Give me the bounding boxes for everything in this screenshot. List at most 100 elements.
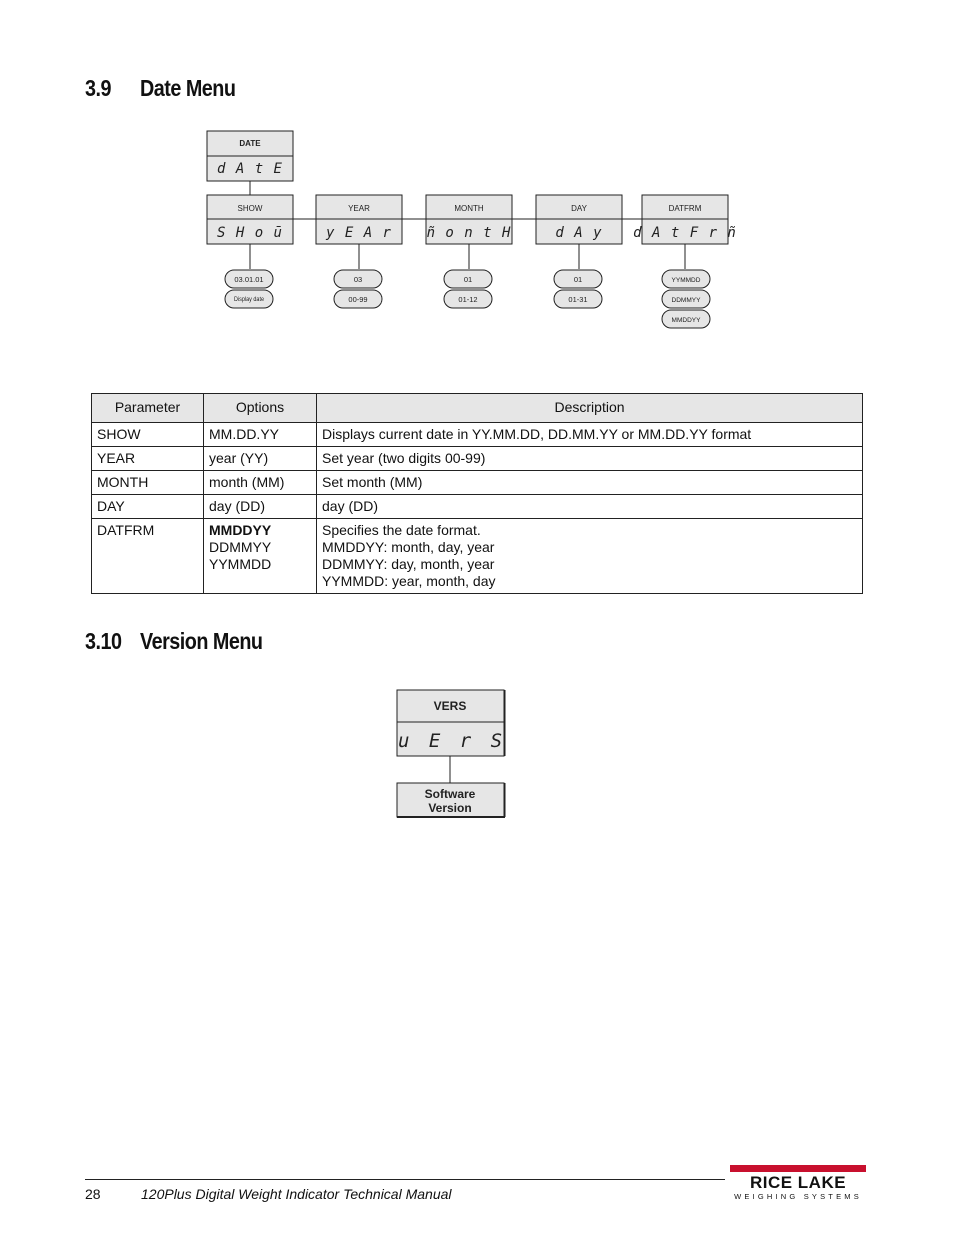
header-parameter: Parameter: [91, 393, 204, 423]
logo-bar: [730, 1165, 866, 1172]
menu-node-vers: VERS u E r S: [396, 689, 506, 757]
description-text: MMDDYY: month, day, year: [322, 539, 495, 555]
menu-node-label: VERS: [434, 699, 467, 713]
section-heading-version: 3.10 Version Menu: [85, 628, 263, 655]
option-pill: [553, 269, 603, 289]
option-pill: [333, 289, 383, 309]
option-value: 01: [574, 275, 582, 284]
menu-node-display-box: [425, 218, 513, 245]
description-text: DDMMYY: day, month, year: [322, 556, 495, 572]
option-pill: [443, 289, 493, 309]
param-cell: SHOW: [91, 422, 204, 447]
rice-lake-logo: RICE LAKE WEIGHING SYSTEMS: [730, 1165, 866, 1201]
menu-node-display-box: [206, 155, 294, 182]
option-pill: [661, 269, 711, 289]
page-number: 28: [85, 1186, 101, 1202]
description-text: day (DD): [322, 498, 379, 514]
description-text: Set month (MM): [322, 474, 423, 490]
option-range: Display date: [234, 296, 264, 303]
description-text: YYMMDD: year, month, day: [322, 573, 496, 589]
menu-node-label-box: [206, 194, 294, 220]
menu-node-date: DATE d A t E: [206, 130, 294, 182]
logo-main-text: RICE LAKE: [749, 1173, 847, 1192]
menu-node-display: u E r S: [398, 730, 506, 752]
section-title: Date Menu: [140, 75, 236, 101]
option-value: DDMMYY: [672, 297, 702, 304]
menu-node-month: MONTH ñ o n t H 01 01-12: [425, 194, 513, 309]
param-cell: DAY: [91, 494, 204, 519]
option-value: YYMMDD: [672, 277, 701, 284]
menu-node-display: y E A r: [325, 225, 392, 241]
section-number: 3.10: [85, 628, 122, 654]
menu-node-display: d A y: [555, 225, 602, 241]
section-title: Version Menu: [140, 628, 263, 654]
menu-node-display: d A t F r ñ: [633, 225, 737, 241]
option-text: MM.DD.YY: [209, 426, 279, 442]
menu-node-display-box: [641, 218, 729, 245]
description-cell: Set year (two digits 00-99): [316, 446, 863, 471]
description-text: Displays current date in YY.MM.DD, DD.MM…: [322, 426, 752, 442]
menu-node-display: S H o ū: [217, 225, 283, 241]
menu-node-display-box: [396, 721, 505, 757]
software-version-line1: Software: [425, 787, 476, 801]
menu-node-label-box: [535, 194, 623, 220]
option-text: day (DD): [209, 498, 266, 514]
option-value: 01: [464, 275, 472, 284]
menu-node-display-box: [535, 218, 623, 245]
logo-sub-text: WEIGHING SYSTEMS: [734, 1192, 862, 1201]
option-text: YYMMDD: [209, 556, 272, 572]
menu-node-label: DATFRM: [669, 204, 702, 213]
menu-node-label-box: [641, 194, 729, 220]
menu-node-display: d A t E: [217, 161, 283, 177]
option-text: month (MM): [209, 474, 285, 490]
section-number: 3.9: [85, 75, 111, 101]
menu-node-label: DATE: [239, 139, 261, 148]
menu-node-label-box: [425, 194, 513, 220]
version-menu-diagram: VERS u E r S Software Version: [396, 689, 506, 818]
menu-node-datfrm: DATFRM d A t F r ñ YYMMDD DDMMYY MMDDYY: [633, 194, 737, 329]
menu-node-label: SHOW: [238, 204, 263, 213]
option-pill: [224, 269, 274, 289]
menu-node-label-box: [315, 194, 403, 220]
description-text: Specifies the date format.: [322, 522, 481, 538]
menu-node-year: YEAR y E A r 03 00-99: [315, 194, 403, 309]
option-text: DDMMYY: [209, 539, 272, 555]
option-pill: [661, 309, 711, 329]
option-pill: [333, 269, 383, 289]
description-cell: Displays current date in YY.MM.DD, DD.MM…: [316, 422, 863, 447]
menu-node-display: ñ o n t H: [427, 225, 512, 241]
param-cell: MONTH: [91, 470, 204, 495]
option-range: 00-99: [348, 295, 367, 304]
table-row: SHOW MM.DD.YY Displays current date in YY.…: [91, 422, 863, 447]
option-range: 01-12: [458, 295, 477, 304]
menu-node-label-box: [396, 689, 505, 723]
menu-node-label: MONTH: [454, 204, 484, 213]
option-text: year (YY): [209, 450, 269, 466]
section-heading-date: 3.9 Date Menu: [85, 75, 236, 102]
param-cell: DATFRM: [91, 518, 204, 594]
option-value: 03.01.01: [234, 275, 263, 284]
menu-node-label: YEAR: [348, 204, 370, 213]
menu-node-software-version: Software Version: [396, 782, 506, 818]
table-row: DAY day (DD) day (DD): [91, 494, 863, 519]
menu-node-display-box: [315, 218, 403, 245]
option-value: 03: [354, 275, 362, 284]
description-text: Set year (two digits 00-99): [322, 450, 486, 466]
software-version-box: [396, 782, 505, 818]
description-cell: Specifies the date format.MMDDYY: month,…: [316, 518, 863, 594]
option-text: MMDDYY: [209, 522, 272, 538]
option-pill: [443, 269, 493, 289]
description-cell: day (DD): [316, 494, 863, 519]
date-menu-diagram: DATE d A t E SHOW S H o ū 03.01.01Display …: [206, 130, 737, 329]
option-value: MMDDYY: [672, 317, 702, 324]
menu-node-label: DAY: [571, 204, 588, 213]
software-version-line2: Version: [428, 801, 471, 815]
option-pill: [661, 289, 711, 309]
manual-title: 120Plus Digital Weight Indicator Technic…: [141, 1186, 452, 1202]
